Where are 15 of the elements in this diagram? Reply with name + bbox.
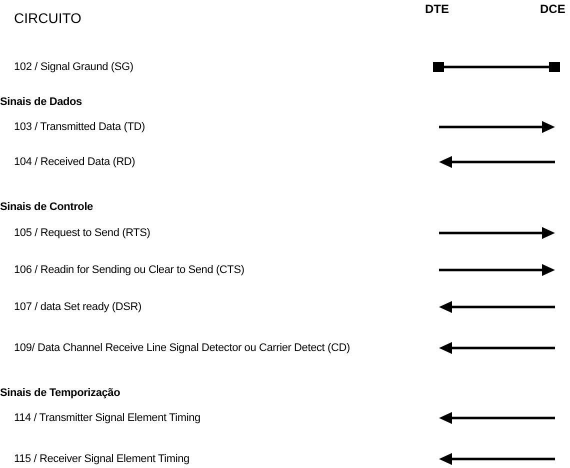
signal-label: 103 / Transmitted Data (TD): [14, 120, 145, 134]
signal-label: 115 / Receiver Signal Element Timing: [14, 452, 190, 466]
column-header: DTE: [425, 2, 449, 16]
signal-label: 102 / Signal Graund (SG): [14, 60, 134, 74]
section-heading: Sinais de Dados: [0, 96, 82, 108]
section-heading: Sinais de Controle: [0, 200, 93, 214]
signal-label: 109/ Data Channel Receive Line Signal Detector ou Carrier Detect (CD): [14, 342, 350, 354]
signal-label: 105 / Request to Send (RTS): [14, 226, 150, 240]
signal-label: 106 / Readin for Sending ou Clear to Send (CTS): [14, 264, 244, 276]
column-header: CIRCUITO: [14, 10, 82, 26]
column-header: DCE: [540, 2, 566, 16]
section-heading: Sinais de Temporização: [0, 386, 120, 400]
signal-label: 107 / data Set ready (DSR): [14, 300, 142, 314]
signal-label: 114 / Transmitter Signal Element Timing: [14, 412, 200, 424]
signal-label: 104 / Received Data (RD): [14, 156, 136, 168]
